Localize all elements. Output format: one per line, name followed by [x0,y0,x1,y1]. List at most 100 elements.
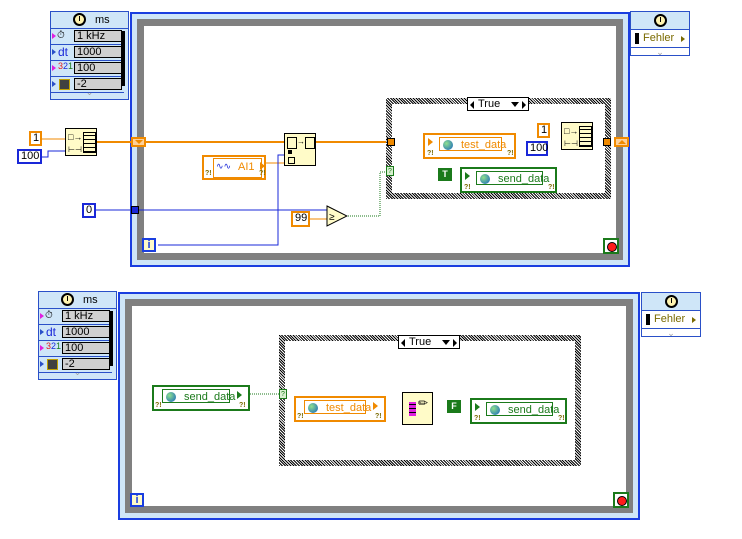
network-globe-icon [480,174,490,184]
case-selector[interactable]: True [467,97,529,111]
input-arrow-icon [40,361,44,367]
input-arrow-icon [52,33,56,39]
variable-inner: send_data [162,389,235,403]
case-output-tunnel[interactable] [603,138,611,146]
config-row-source[interactable]: ⏱ 1 kHz [51,29,124,45]
priority-value[interactable]: 100 [62,342,110,354]
clock-source-icon: ⏱ [57,30,65,41]
variable-name: send_data [184,391,236,403]
shared-variable-send-data-read[interactable]: send_data ?! ?! [152,385,250,411]
input-arrow-icon [40,313,44,319]
compare-constant-99[interactable]: 99 [291,211,310,227]
separator [642,328,700,329]
true-constant[interactable]: T [438,168,452,181]
config-scrollbar[interactable] [109,311,113,366]
case-array-size-constant[interactable]: 100 [526,141,548,156]
timed-loop-1-config-node[interactable]: ms ⏱ 1 kHz dt 1000 321 100 -2 ⌄ [50,11,129,100]
input-arrow-icon [475,403,480,411]
processor-value[interactable]: -2 [74,78,122,90]
clock-source-icon: ⏱ [45,310,53,321]
config-row-priority[interactable]: 321 100 [39,341,112,357]
greater-or-equal-function[interactable]: ≥ [326,205,348,227]
shared-variable-send-data-write[interactable]: send_data ?! ?! [470,398,567,424]
timed-loop-1-output-node[interactable]: Fehler ⌄ [630,11,690,57]
case-initialize-array-function[interactable]: □→ ⊢⊣ [561,122,593,150]
variable-inner: send_data [486,402,559,416]
zero-constant[interactable]: 0 [82,203,96,218]
config-row-processor[interactable]: -2 [51,77,124,93]
channel-inner: ∿∿ AI1 [213,158,262,178]
dropdown-arrow-icon[interactable] [260,162,265,170]
output-arrow-icon [681,36,685,42]
down-arrow-icon [135,140,143,144]
variable-name: test_data [461,139,507,151]
expand-chevron-icon[interactable]: ⌄ [656,47,664,57]
clock-icon [61,293,74,306]
error-output-label: Fehler [643,32,675,44]
dt-value[interactable]: 1000 [74,46,122,58]
ge-symbol-icon: ≥ [329,212,335,223]
initialize-array-function[interactable]: □→ ⊢⊣ [65,128,97,156]
case-dropdown-icon[interactable] [511,102,519,107]
config-row-dt[interactable]: dt 1000 [39,325,112,341]
case-init-value-constant[interactable]: 1 [537,123,550,138]
config-scrollbar[interactable] [121,31,125,86]
loop-condition-stop-icon[interactable] [613,492,629,508]
waveform-icon: ∿∿ [216,161,232,171]
array-size-constant[interactable]: 100 [17,149,42,164]
initialize-array-icon: □→ [68,132,83,142]
expand-chevron-icon[interactable]: ⌄ [85,87,94,97]
prev-case-icon[interactable] [401,339,405,347]
error-terminal-icon: ?! [239,402,246,409]
expand-chevron-icon[interactable]: ⌄ [667,328,675,338]
config-row-processor[interactable]: -2 [39,357,112,373]
case-selector-terminal[interactable]: ? [279,389,287,399]
case-selector[interactable]: True [398,335,460,349]
shared-variable-test-data-read[interactable]: test_data ?! ?! [294,396,386,422]
shared-variable-send-data-write[interactable]: send_data ?! ?! [460,167,557,193]
timed-loop-2-output-node[interactable]: Fehler ⌄ [641,292,701,338]
clock-icon [654,14,667,27]
error-indicator-icon [635,33,639,44]
processor-value[interactable]: -2 [62,358,110,370]
case-label: True [478,98,501,110]
variable-name: send_data [498,173,550,185]
shift-register-left[interactable] [131,137,146,147]
next-case-icon[interactable] [522,101,526,109]
next-case-icon[interactable] [453,339,457,347]
daq-channel-constant[interactable]: ∿∿ AI1 ?! ?! [202,155,266,180]
source-value[interactable]: 1 kHz [62,310,110,322]
output-arrow-icon [692,317,696,323]
error-terminal-icon: ?! [464,184,471,191]
timed-loop-2-config-node[interactable]: ms ⏱ 1 kHz dt 1000 321 100 -2 ⌄ [38,291,117,380]
priority-value[interactable]: 100 [74,62,122,74]
separator [631,47,689,48]
iteration-terminal: i [130,493,144,507]
shift-register-right[interactable] [614,137,629,147]
case-input-tunnel[interactable] [387,138,395,146]
replace-array-subset-function[interactable]: → [284,133,316,166]
case-dropdown-icon[interactable] [442,340,450,345]
write-to-file-function[interactable]: ✏ [402,392,433,425]
case-selector-terminal[interactable]: ? [386,166,394,176]
dt-icon: dt [58,45,69,59]
prev-case-icon[interactable] [470,101,474,109]
config-row-priority[interactable]: 321 100 [51,61,124,77]
loop-condition-stop-icon[interactable] [603,238,619,254]
config-row-source[interactable]: ⏱ 1 kHz [39,309,112,325]
up-arrow-icon [618,140,626,144]
loop-input-tunnel[interactable] [131,206,139,214]
config-row-dt[interactable]: dt 1000 [51,45,124,61]
expand-chevron-icon[interactable]: ⌄ [73,367,82,377]
input-arrow-icon [428,138,433,146]
output-header [631,12,689,30]
dt-value[interactable]: 1000 [62,326,110,338]
case-label: True [409,336,432,348]
variable-inner: send_data [476,171,549,185]
element-icon [288,157,295,164]
priority-icon: 321 [46,341,62,351]
init-value-constant[interactable]: 1 [29,131,42,146]
source-value[interactable]: 1 kHz [74,30,122,42]
false-constant[interactable]: F [447,400,461,413]
shared-variable-test-data-write[interactable]: test_data ?! ?! [423,133,516,159]
